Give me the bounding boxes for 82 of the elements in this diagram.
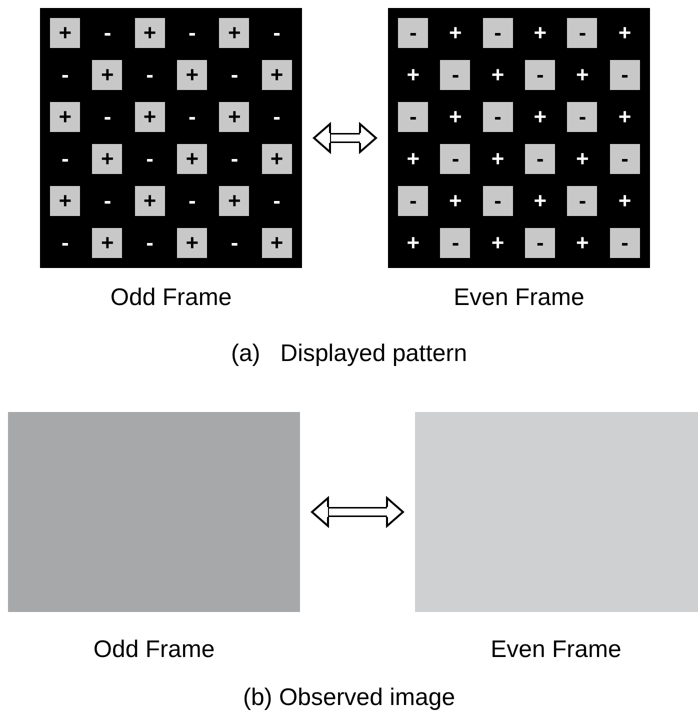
cell-sign: + <box>490 61 506 89</box>
cell-sign: + <box>575 61 590 89</box>
cell-sign: - <box>567 18 598 48</box>
cell-sign: - <box>187 103 197 131</box>
cell-sign: + <box>262 144 292 174</box>
cell-sign: - <box>145 145 154 173</box>
cell-sign: + <box>92 60 122 90</box>
cell-sign: - <box>482 18 513 48</box>
cell-sign: - <box>525 60 556 90</box>
cell-sign: - <box>567 102 598 132</box>
cell-sign: - <box>440 60 470 90</box>
cell-sign: - <box>567 186 598 216</box>
cell-sign: + <box>406 229 421 257</box>
cell-sign: - <box>187 187 197 215</box>
cell-sign: - <box>525 228 556 258</box>
frame-caption: Even Frame <box>454 284 584 312</box>
frame-caption: Odd Frame <box>110 284 232 312</box>
cell-sign: + <box>532 19 548 47</box>
cell-sign: + <box>134 186 165 216</box>
cell-sign: - <box>610 60 640 90</box>
cell-sign: - <box>60 229 70 257</box>
cell-sign: + <box>262 228 292 258</box>
cell-sign: - <box>60 61 70 89</box>
cell-sign: - <box>102 103 112 131</box>
cell-sign: + <box>617 19 632 47</box>
frame-caption: Odd Frame <box>93 636 215 664</box>
frame-caption: Even Frame <box>490 636 622 664</box>
cell-sign: - <box>60 145 70 173</box>
cell-sign: + <box>575 229 590 257</box>
cell-sign: + <box>134 18 165 48</box>
cell-sign: + <box>448 103 463 131</box>
cell-sign: - <box>230 61 240 89</box>
cell-sign: - <box>272 187 282 215</box>
cell-sign: + <box>177 144 208 174</box>
checkerboard-grid <box>40 8 302 268</box>
cell-sign: + <box>177 60 208 90</box>
figure-caption: (b) Observed image <box>242 684 456 712</box>
cell-sign: - <box>272 103 282 131</box>
cell-sign: + <box>134 102 165 132</box>
cell-sign: + <box>490 145 506 173</box>
cell-sign: + <box>448 187 463 215</box>
cell-sign: + <box>262 60 292 90</box>
cell-sign: - <box>145 229 154 257</box>
cell-sign: + <box>92 144 122 174</box>
cell-sign: + <box>532 187 548 215</box>
cell-sign: + <box>490 229 506 257</box>
cell-sign: - <box>440 228 470 258</box>
observed-frame <box>8 412 300 612</box>
cell-sign: + <box>219 186 250 216</box>
cell-sign: + <box>177 228 208 258</box>
cell-sign: + <box>92 228 122 258</box>
cell-sign: + <box>532 103 548 131</box>
cell-sign: - <box>440 144 470 174</box>
cell-sign: - <box>230 229 240 257</box>
cell-sign: + <box>617 187 632 215</box>
cell-sign: + <box>448 19 463 47</box>
observed-frame <box>415 412 698 612</box>
cell-sign: - <box>610 228 640 258</box>
cell-sign: + <box>50 186 80 216</box>
cell-sign: + <box>406 61 421 89</box>
cell-sign: - <box>525 144 556 174</box>
cell-sign: - <box>398 186 428 216</box>
cell-sign: + <box>219 102 250 132</box>
cell-sign: - <box>398 18 428 48</box>
cell-sign: + <box>50 18 80 48</box>
cell-sign: + <box>50 102 80 132</box>
cell-sign: + <box>219 18 250 48</box>
cell-sign: - <box>272 19 282 47</box>
cell-sign: - <box>102 19 112 47</box>
cell-sign: - <box>102 187 112 215</box>
checkerboard-grid <box>388 8 650 268</box>
cell-sign: - <box>187 19 197 47</box>
cell-sign: - <box>230 145 240 173</box>
cell-sign: - <box>145 61 154 89</box>
cell-sign: - <box>398 102 428 132</box>
cell-sign: + <box>617 103 632 131</box>
cell-sign: + <box>406 145 421 173</box>
cell-sign: - <box>610 144 640 174</box>
figure-caption: (a) Displayed pattern <box>230 340 468 368</box>
cell-sign: - <box>482 102 513 132</box>
cell-sign: + <box>575 145 590 173</box>
cell-sign: - <box>482 186 513 216</box>
